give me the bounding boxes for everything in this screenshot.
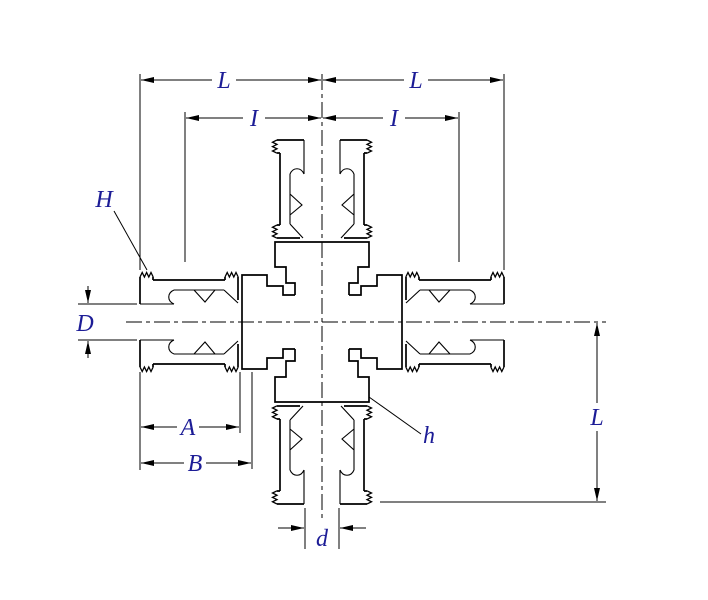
- h-leader-line: [368, 396, 422, 435]
- label-D: D: [75, 311, 93, 337]
- centerlines: [126, 74, 606, 518]
- leader-lines: [113, 210, 422, 435]
- label-L-top-left: L: [216, 68, 230, 94]
- label-H: H: [94, 187, 114, 213]
- label-L-top-right: L: [408, 68, 422, 94]
- label-A: A: [179, 415, 196, 441]
- label-B: B: [188, 451, 203, 477]
- label-d: d: [316, 526, 329, 552]
- H-leader-line: [113, 210, 148, 271]
- label-L-right: L: [589, 405, 603, 431]
- extension-lines: [78, 74, 606, 549]
- label-I-left: I: [249, 106, 259, 132]
- label-I-right: I: [389, 106, 399, 132]
- dimension-labels: L L I I H D A B h d L: [75, 68, 603, 552]
- label-h: h: [423, 423, 435, 449]
